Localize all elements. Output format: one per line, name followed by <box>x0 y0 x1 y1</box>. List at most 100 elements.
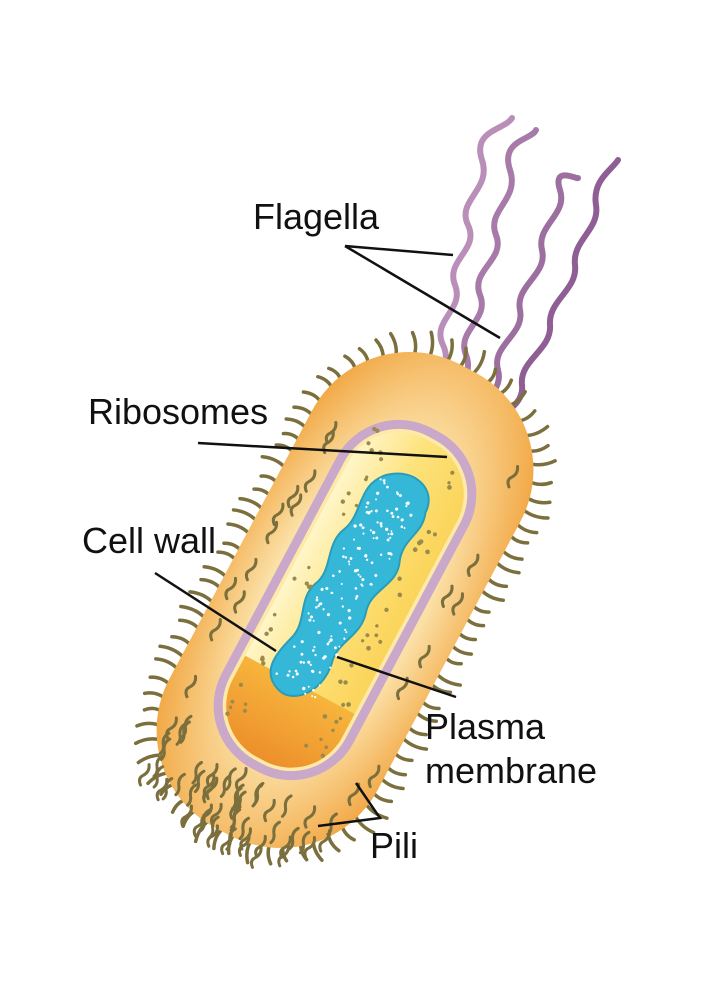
ribosome <box>341 702 346 707</box>
pilus <box>210 802 223 827</box>
dna-speck <box>312 688 315 692</box>
pilus <box>205 763 219 787</box>
dna-speck <box>326 642 330 646</box>
dna-speck <box>357 573 360 576</box>
dna-speck <box>313 645 316 649</box>
dna-speck <box>331 574 335 578</box>
pilus <box>303 805 317 829</box>
pilus <box>155 777 169 802</box>
ribosome <box>343 680 348 685</box>
dna-speck <box>370 561 374 565</box>
dna-speck <box>317 630 321 635</box>
dna-speck <box>329 638 333 642</box>
dna-speck <box>368 510 371 514</box>
ribosome <box>334 719 339 724</box>
dna-speck <box>370 510 373 513</box>
plasma-membrane-label-line1: Plasma <box>425 706 546 747</box>
cell-wall-label: Cell wall <box>82 520 217 561</box>
pilus <box>289 493 303 517</box>
cell-body <box>133 330 557 869</box>
pilus <box>224 576 238 601</box>
ribosome <box>307 565 311 570</box>
pilus <box>234 766 248 791</box>
dna-speck <box>302 661 306 664</box>
pilus <box>303 469 317 493</box>
dna-speck <box>347 608 351 613</box>
ribosome <box>324 745 329 750</box>
dna-speck <box>365 505 368 509</box>
dna-speck <box>396 491 399 494</box>
dna-speck <box>405 502 409 505</box>
nucleoid <box>269 472 430 697</box>
flagellum <box>483 157 621 443</box>
pilus <box>208 815 220 839</box>
ribosome <box>322 714 328 719</box>
dna-speck <box>340 597 343 600</box>
dna-speck <box>323 655 327 659</box>
dna-speck <box>391 515 395 518</box>
ribosome <box>304 743 309 748</box>
dna-speck <box>311 649 315 652</box>
dna-speck <box>405 505 408 508</box>
dna-speck <box>390 532 394 536</box>
dna-speck <box>288 670 291 673</box>
dna-speck <box>395 507 399 511</box>
ribosome <box>354 503 359 508</box>
dna-speck <box>335 653 339 657</box>
pilus <box>233 590 246 614</box>
pilus <box>263 798 276 823</box>
ribosome <box>426 529 431 535</box>
pilus <box>225 767 237 791</box>
ribosome <box>364 477 368 482</box>
ribosome <box>447 485 452 490</box>
ribosome <box>306 584 312 589</box>
dna-speck <box>344 556 348 559</box>
cutaway-cap <box>205 655 355 789</box>
dna-speck <box>302 686 306 691</box>
dna-speck <box>353 524 357 528</box>
dna-speck <box>341 605 345 608</box>
dna-speck <box>386 538 390 542</box>
dna-speck <box>375 491 380 495</box>
dna-speck <box>275 672 279 675</box>
flagella-group <box>431 115 621 443</box>
ribosome <box>331 728 335 733</box>
dna-speck <box>338 570 341 573</box>
ribosome <box>346 491 351 496</box>
dna-speck <box>386 485 389 489</box>
pilus <box>219 774 232 798</box>
pilus <box>205 776 219 801</box>
dna-speck <box>387 533 390 536</box>
dna-speck <box>328 640 331 643</box>
dna-speck <box>314 653 317 657</box>
flagellum <box>431 115 515 413</box>
pilus <box>286 484 300 509</box>
dna-speck <box>342 555 345 558</box>
pilus <box>229 805 242 829</box>
dna-speck <box>348 616 352 620</box>
dna-speck <box>322 608 325 611</box>
pilus <box>237 833 251 857</box>
surface-pili <box>138 421 520 869</box>
pilus <box>396 676 409 701</box>
dna-speck <box>295 672 299 676</box>
ribosome <box>450 470 455 475</box>
pilus <box>202 774 216 798</box>
dna-speck <box>286 673 290 677</box>
dna-speck <box>374 509 378 513</box>
dna-speck <box>307 612 310 615</box>
dna-speck <box>385 527 389 531</box>
dna-speck <box>390 530 393 533</box>
dna-speck <box>312 619 315 622</box>
dna-speck <box>311 695 314 698</box>
dna-speck <box>293 645 296 648</box>
ribosomes-label: Ribosomes <box>88 391 269 432</box>
ribosome <box>360 639 365 643</box>
pilus <box>451 592 465 616</box>
dna-speck <box>354 597 358 600</box>
pilus <box>265 520 279 545</box>
dna-speck <box>390 511 394 515</box>
ribosome <box>304 581 309 586</box>
ribosome <box>272 612 277 617</box>
